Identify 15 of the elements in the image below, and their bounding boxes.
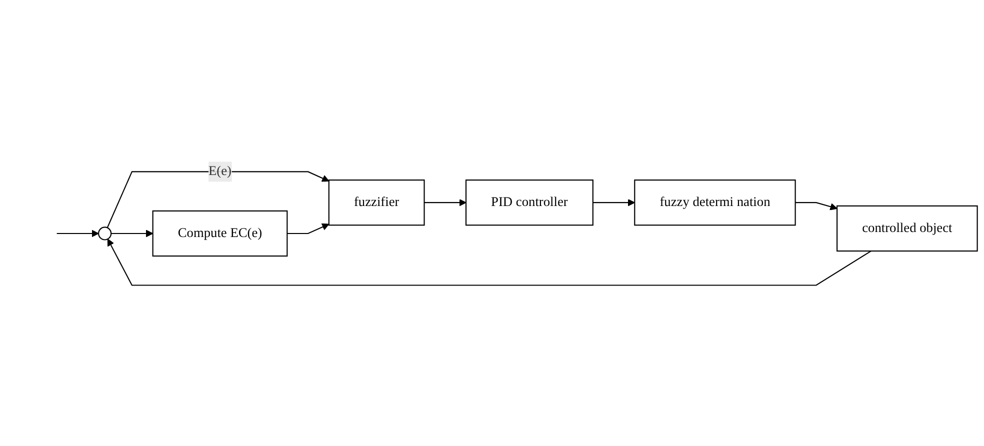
arrow: [106, 170, 330, 228]
node-circle: [98, 226, 112, 240]
node-box: PID controller: [465, 179, 594, 226]
arrow: [592, 198, 635, 206]
arrow: [287, 222, 330, 234]
arrow: [107, 238, 872, 286]
node-box: fuzzy determi nation: [634, 179, 796, 226]
arrow: [424, 198, 466, 206]
edge-label: E(e): [208, 164, 232, 178]
node-box: fuzzifier: [328, 179, 425, 226]
arrow: [56, 229, 99, 237]
arrow: [111, 229, 154, 237]
arrow: [795, 202, 838, 210]
node-box: Compute EC(e): [152, 210, 288, 256]
node-box: controlled object: [836, 204, 978, 252]
